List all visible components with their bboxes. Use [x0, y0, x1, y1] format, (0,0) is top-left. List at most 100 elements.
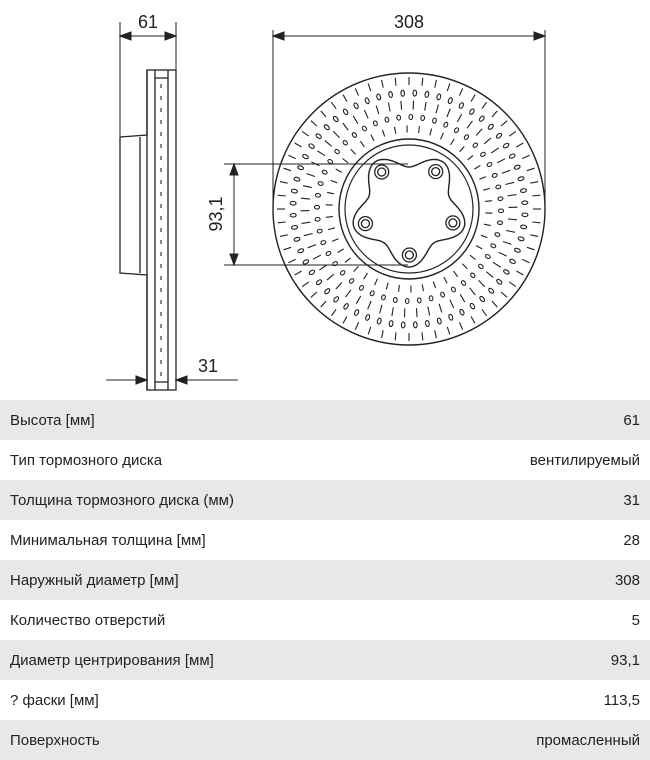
vent-dash [429, 128, 433, 136]
vent-dash [480, 234, 488, 239]
vent-dash [526, 246, 535, 251]
vent-dash [342, 316, 348, 324]
vent-dash [474, 165, 481, 170]
spec-row: ? фаски [мм]113,5 [0, 680, 650, 720]
vent-hole [342, 139, 348, 146]
vent-hole [420, 114, 426, 122]
vent-dash [469, 254, 476, 260]
bolt-hole [431, 166, 441, 177]
vent-hole [447, 97, 453, 105]
vent-hole [324, 288, 331, 295]
vent-hole [496, 278, 503, 285]
vent-dash [421, 77, 424, 86]
vent-hole [396, 114, 402, 121]
vent-hole [348, 278, 355, 284]
vent-hole [321, 169, 328, 175]
vent-hole [491, 172, 498, 178]
vent-hole [325, 250, 332, 257]
vent-hole [484, 253, 491, 260]
vent-hole [320, 240, 327, 246]
vent-hole [315, 279, 323, 286]
vent-dash [500, 291, 508, 298]
spec-label: Количество отверстий [10, 611, 166, 629]
vent-dash [470, 94, 476, 102]
vent-hole [517, 236, 525, 242]
vent-hole [440, 291, 446, 298]
vent-dash [421, 284, 425, 292]
vent-dash [331, 238, 339, 242]
vent-hole [486, 161, 493, 168]
bolt-hole [377, 167, 387, 177]
vent-dash [279, 181, 288, 184]
spec-value: вентилируемый [529, 451, 640, 469]
vent-dash [526, 167, 535, 172]
spec-label: Минимальная толщина [мм] [10, 531, 206, 549]
vent-dash [277, 194, 286, 197]
spec-row: Наружный диаметр [мм]308 [0, 560, 650, 600]
vent-dash [288, 154, 296, 160]
vent-hole [495, 132, 503, 139]
bolt-hole [357, 215, 374, 232]
spec-row: Тип тормозного диска вентилируемый [0, 440, 650, 480]
vent-dash [424, 101, 427, 111]
vent-dash [470, 316, 476, 324]
vent-hole [353, 102, 359, 110]
vent-dash [507, 194, 517, 197]
vent-dash [450, 138, 455, 146]
vent-hole [513, 164, 521, 170]
vent-hole [384, 116, 390, 123]
vent-dash [363, 109, 369, 119]
vent-hole [472, 142, 479, 148]
vent-dash [370, 134, 375, 142]
vent-hole [521, 212, 529, 218]
vent-dash [385, 282, 389, 290]
vent-dash [330, 308, 337, 317]
vent-dash [332, 130, 340, 139]
vent-hole [480, 151, 486, 158]
vent-dash [283, 167, 292, 172]
vent-dash [505, 181, 515, 186]
vent-dash [453, 270, 459, 278]
vent-hole [459, 308, 465, 316]
vent-hole [479, 295, 486, 303]
vent-hole [425, 319, 430, 328]
vent-dash [367, 83, 372, 92]
vent-dash [446, 326, 451, 335]
vent-hole [332, 260, 338, 267]
vent-dash [335, 282, 343, 290]
spec-value: промасленный [536, 731, 640, 749]
vent-dash [354, 88, 360, 96]
vent-hole [343, 303, 349, 310]
vent-dash [394, 332, 397, 341]
spec-label: Высота [мм] [10, 411, 95, 429]
vent-dash [435, 104, 439, 114]
vent-dash [391, 307, 394, 317]
vent-hole [436, 93, 442, 101]
spec-value: 93,1 [610, 651, 640, 669]
bolt-hole [360, 218, 371, 229]
vent-hole [313, 204, 321, 210]
vent-dash [301, 130, 310, 137]
vent-dash [496, 158, 506, 164]
vent-dash [456, 113, 463, 123]
vent-dash [354, 322, 360, 330]
vent-dash [498, 251, 507, 257]
vent-hole [361, 125, 368, 132]
vent-dash [483, 223, 491, 227]
vent-hole [376, 317, 382, 325]
spec-label: Тип тормозного диска [10, 451, 163, 469]
vent-hole [503, 269, 510, 275]
vent-dash [325, 216, 333, 218]
spec-row: Высота [мм]61 [0, 400, 650, 440]
vent-dash [469, 287, 476, 296]
vent-dash [306, 173, 316, 178]
side-view [119, 69, 177, 391]
vent-hole [339, 270, 346, 276]
vent-hole [302, 259, 310, 265]
vent-hole [358, 284, 365, 291]
spec-row: Минимальная толщина [мм]28 [0, 520, 650, 560]
vent-hole [315, 133, 322, 140]
vent-dash [294, 270, 302, 276]
vent-hole [478, 115, 485, 122]
vent-dash [479, 176, 487, 180]
